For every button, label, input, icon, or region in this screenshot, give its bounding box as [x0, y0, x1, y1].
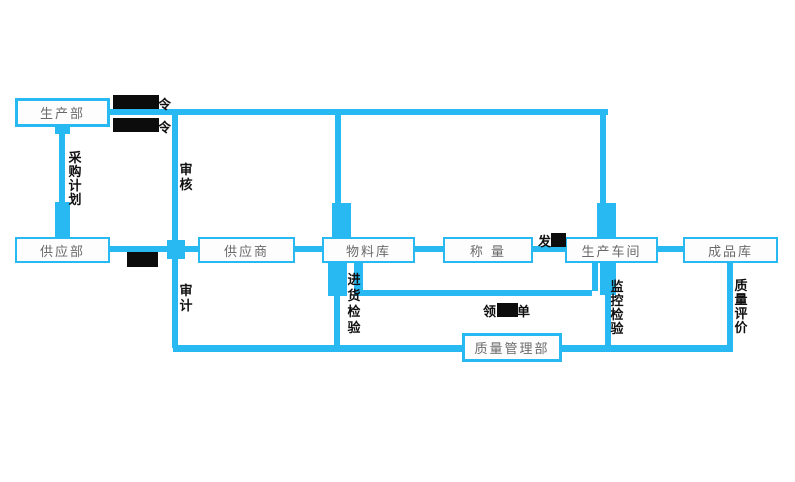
node-supply-dept-label: 供应部	[39, 244, 85, 260]
node-production-workshop[interactable]: 生产车间	[565, 237, 658, 263]
edge-monitoring-inspection-arrowstub	[600, 263, 616, 295]
node-supply-dept[interactable]: 供应部	[15, 237, 110, 263]
node-quality-management-dept-label: 质量管理部	[474, 342, 550, 357]
review-label: 审核	[179, 163, 193, 193]
redacted-requisition-label	[497, 303, 518, 317]
node-material-warehouse-label: 物料库	[345, 244, 391, 260]
node-weighing-label: 称 量	[469, 244, 507, 260]
node-weighing[interactable]: 称 量	[443, 237, 533, 263]
node-production-dept[interactable]: 生产部	[15, 98, 110, 127]
redacted-order-label-1	[113, 95, 159, 109]
edge-procurement-plan-arrowstub	[55, 202, 70, 237]
edge-weighing-workshop	[533, 246, 565, 252]
quality-evaluation-label: 质量评价	[734, 279, 748, 336]
edge-drop-to-production-workshop-arrowstub	[597, 203, 616, 237]
redacted-procurement-label	[127, 252, 158, 267]
order-label-2-suffix: 令	[158, 121, 172, 136]
requisition-label-first: 领	[483, 305, 497, 320]
node-finished-goods-warehouse[interactable]: 成品库	[683, 237, 778, 263]
redacted-material-issue-label	[551, 233, 566, 247]
edge-monitoring-inspection-line	[605, 295, 611, 348]
edge-requisition-right-riser	[592, 263, 598, 291]
edge-incoming-inspection-arrowstub	[328, 263, 347, 296]
node-supplier-label: 供应商	[223, 244, 269, 260]
incoming-inspection-label: 进货检验	[347, 273, 361, 336]
edge-supplydept-supplier	[110, 246, 198, 252]
edge-drop-to-material-warehouse	[335, 115, 341, 203]
monitoring-inspection-label: 监控检验	[610, 280, 624, 337]
node-production-dept-label: 生产部	[39, 107, 85, 122]
node-production-workshop-label: 生产车间	[581, 244, 642, 260]
edge-top-command-line	[110, 109, 608, 115]
order-label-1-suffix: 令	[158, 98, 172, 113]
node-supplier[interactable]: 供应商	[198, 237, 295, 263]
procurement-plan-label: 采购计划	[68, 151, 82, 208]
edge-procurement-plan-top-stub	[55, 126, 70, 134]
redacted-order-label-2	[113, 118, 159, 132]
edge-materialwarehouse-weighing	[415, 246, 443, 252]
edge-supplier-materialwarehouse	[295, 246, 322, 252]
edge-requisition-line	[354, 290, 592, 296]
edge-incoming-inspection-line	[334, 296, 340, 348]
audit-label: 审计	[179, 284, 193, 314]
edge-procurement-plan-line	[59, 133, 65, 203]
edge-workshop-finishedgoods	[658, 246, 683, 252]
requisition-label-last: 单	[517, 305, 531, 320]
edge-quality-evaluation-line	[727, 263, 733, 345]
edge-review-audit-line	[172, 115, 178, 348]
edge-drop-to-material-warehouse-arrowstub	[332, 203, 351, 237]
edge-bottom-line-left	[173, 345, 462, 352]
material-issue-label-prefix: 发	[538, 235, 552, 250]
edge-drop-to-production-workshop	[600, 115, 606, 203]
edge-requisition-left-riser	[354, 263, 363, 291]
edge-bottom-line-right	[560, 345, 733, 352]
node-quality-management-dept[interactable]: 质量管理部	[462, 333, 562, 362]
node-material-warehouse[interactable]: 物料库	[322, 237, 415, 263]
node-finished-goods-warehouse-label: 成品库	[707, 244, 753, 260]
